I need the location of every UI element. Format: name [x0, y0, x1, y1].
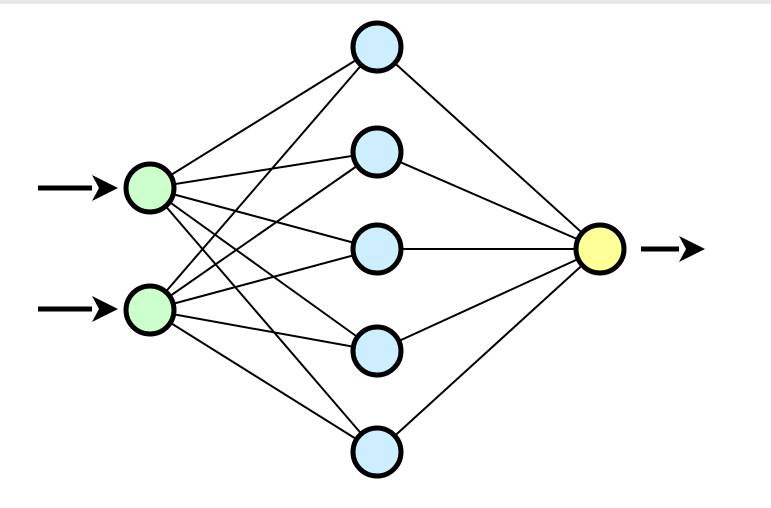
io-arrows-group: [38, 175, 705, 322]
node-circle-h2[interactable]: [350, 125, 404, 179]
edge-h5-o1: [376, 248, 601, 453]
node-circle-i2[interactable]: [123, 283, 177, 337]
edge-i2-h1: [149, 46, 378, 311]
edge-i1-h1: [149, 46, 378, 189]
edge-i2-h5: [149, 309, 378, 453]
node-circle-i1[interactable]: [123, 161, 177, 215]
node-circle-h1[interactable]: [350, 20, 404, 74]
node-circle-h5[interactable]: [350, 425, 404, 479]
edge-i1-h2: [149, 151, 378, 189]
node-circle-h4[interactable]: [350, 324, 404, 378]
node-circle-o1[interactable]: [573, 222, 627, 276]
node-hidden-3[interactable]: [350, 222, 404, 276]
node-hidden-4[interactable]: [350, 324, 404, 378]
node-hidden-2[interactable]: [350, 125, 404, 179]
edges-group: [149, 46, 601, 453]
node-hidden-1[interactable]: [350, 20, 404, 74]
top-edge-strip: [0, 0, 771, 4]
output-arrow-head: [679, 236, 705, 262]
edge-h4-o1: [376, 248, 601, 352]
node-output-1[interactable]: [573, 222, 627, 276]
edge-i2-h3: [149, 248, 378, 311]
input-arrow-bottom-head: [92, 296, 118, 322]
node-hidden-5[interactable]: [350, 425, 404, 479]
edge-h2-o1: [376, 151, 601, 250]
node-input-2[interactable]: [123, 283, 177, 337]
nodes-group: [123, 20, 627, 479]
node-circle-h3[interactable]: [350, 222, 404, 276]
edge-i2-h4: [149, 309, 378, 352]
edge-i1-h4: [149, 187, 378, 352]
edge-h1-o1: [376, 46, 601, 250]
input-arrow-top-head: [92, 175, 118, 201]
node-input-1[interactable]: [123, 161, 177, 215]
edge-i2-h2: [149, 151, 378, 311]
edge-i1-h3: [149, 187, 378, 250]
edge-i1-h5: [149, 187, 378, 453]
